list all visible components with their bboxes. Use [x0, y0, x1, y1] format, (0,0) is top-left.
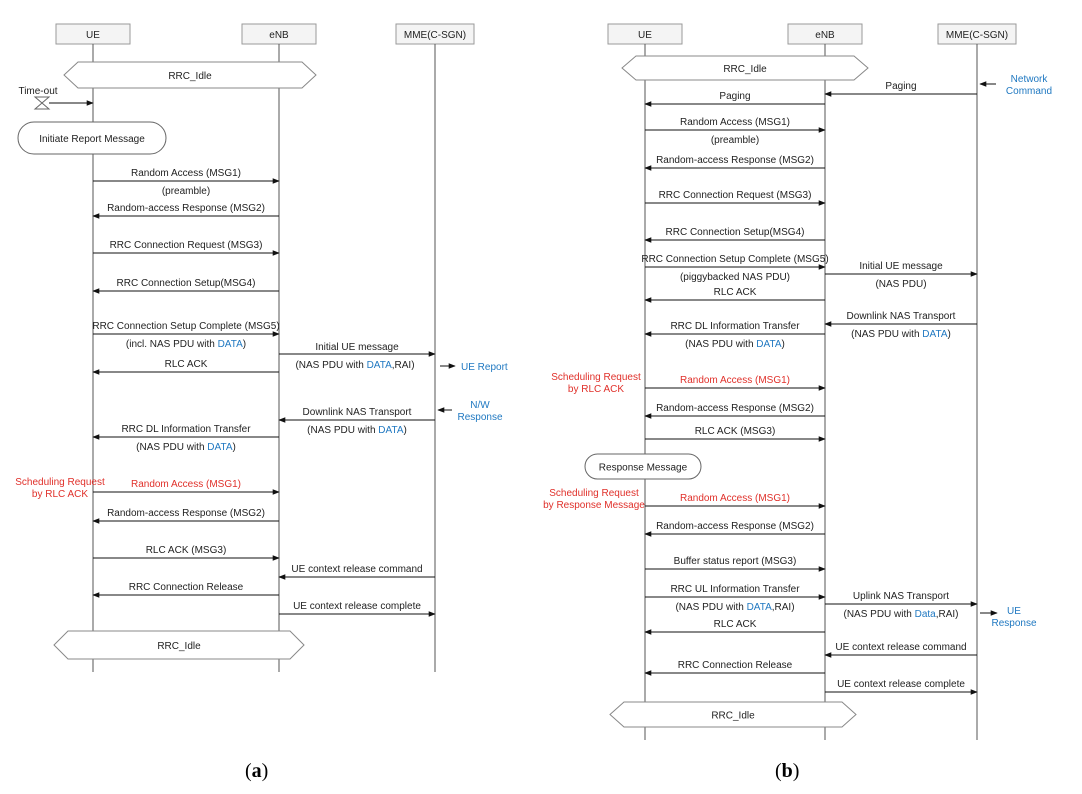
b-sched-rlc-note-2: by RLC ACK — [568, 384, 624, 395]
b-msg-rlc-ack-label: RLC ACK — [714, 287, 757, 298]
a-msg-rlc-ack-label: RLC ACK — [165, 359, 208, 370]
a-msg-dl-info-label: RRC DL Information Transfer — [121, 424, 251, 435]
a-entity-enb-label: eNB — [269, 30, 289, 41]
b-msg-ra1-second-label: Random Access (MSG1) — [680, 375, 790, 386]
caption-b: (b) — [775, 760, 800, 782]
b-msg-rrc-setup-label: RRC Connection Setup(MSG4) — [666, 227, 805, 238]
b-response-message-box — [584, 453, 702, 480]
a-rrc-idle-top-label: RRC_Idle — [168, 71, 212, 82]
b-msg-bsr-label: Buffer status report (MSG3) — [674, 556, 797, 567]
a-initiate-report-box-label: Initiate Report Message — [39, 134, 145, 145]
a-initiate-report-box — [17, 121, 167, 155]
b-msg-rlc-ack-final-label: RLC ACK — [714, 619, 757, 630]
a-msg-initial-ue-sublabel: (NAS PDU with DATA,RAI) — [295, 360, 414, 371]
b-rrc-idle-bottom-label: RRC_Idle — [711, 711, 755, 722]
b-msg-ra1-sublabel: (preamble) — [711, 135, 759, 146]
a-rrc-idle-top — [63, 61, 317, 89]
b-msg-rrc-req-label: RRC Connection Request (MSG3) — [659, 190, 812, 201]
a-msg-rrc-setup-label: RRC Connection Setup(MSG4) — [117, 278, 256, 289]
a-msg-rar2-label: Random-access Response (MSG2) — [107, 203, 265, 214]
a-msg-rrc-release-label: RRC Connection Release — [129, 582, 244, 593]
a-rrc-idle-bottom-label: RRC_Idle — [157, 641, 201, 652]
a-entity-mme-label: MME(C-SGN) — [404, 30, 466, 41]
b-network-command-note-1: Network — [1011, 74, 1049, 85]
b-network-command-note-2: Command — [1006, 86, 1052, 97]
b-msg-ue-ctx-rel-cmd-label: UE context release command — [835, 642, 966, 653]
b-sched-rlc-note-1: Scheduling Request — [551, 372, 641, 383]
a-entity-ue-label: UE — [86, 30, 100, 41]
b-msg-rar2-label: Random-access Response (MSG2) — [656, 155, 814, 166]
a-rrc-idle-bottom — [53, 630, 305, 660]
b-msg-ul-nas-sublabel: (NAS PDU with Data,RAI) — [843, 609, 958, 620]
a-sched-note-1: Scheduling Request — [15, 477, 105, 488]
a-msg-setup-complete-label: RRC Connection Setup Complete (MSG5) — [92, 321, 279, 332]
b-msg-paging-mme-label: Paging — [885, 81, 916, 92]
a-msg-rlc-ack-msg3-label: RLC ACK (MSG3) — [146, 545, 227, 556]
b-msg-ul-info-sublabel: (NAS PDU with DATA,RAI) — [675, 602, 794, 613]
a-msg-dl-nas-label: Downlink NAS Transport — [303, 407, 412, 418]
a-msg-rar2-second-label: Random-access Response (MSG2) — [107, 508, 265, 519]
b-msg-rrc-release-label: RRC Connection Release — [678, 660, 793, 671]
b-entity-mme-label: MME(C-SGN) — [946, 30, 1008, 41]
b-msg-ue-ctx-rel-complete-label: UE context release complete — [837, 679, 965, 690]
a-sched-note-2: by RLC ACK — [32, 489, 88, 500]
b-msg-rar2-third-label: Random-access Response (MSG2) — [656, 521, 814, 532]
a-nw-response-note-2: Response — [457, 412, 502, 423]
b-msg-rar2-second-label: Random-access Response (MSG2) — [656, 403, 814, 414]
b-msg-initial-ue-sublabel: (NAS PDU) — [875, 279, 926, 290]
b-rrc-idle-bottom — [609, 701, 857, 728]
b-msg-setup-complete-label: RRC Connection Setup Complete (MSG5) — [641, 254, 828, 265]
a-timeout-hourglass-icon — [33, 96, 51, 110]
b-sched-resp-note-1: Scheduling Request — [549, 488, 639, 499]
b-msg-ra1-label: Random Access (MSG1) — [680, 117, 790, 128]
b-msg-paging-ue-label: Paging — [719, 91, 750, 102]
caption-a: (a) — [245, 760, 269, 782]
b-entity-enb-label: eNB — [815, 30, 835, 41]
a-ue-report-note: UE Report — [461, 362, 508, 373]
b-msg-initial-ue-label: Initial UE message — [859, 261, 943, 272]
b-msg-rlc-ack-msg3-label: RLC ACK (MSG3) — [695, 426, 776, 437]
b-entity-ue-label: UE — [638, 30, 652, 41]
b-msg-dl-nas-label: Downlink NAS Transport — [847, 311, 956, 322]
b-msg-dl-nas-sublabel: (NAS PDU with DATA) — [851, 329, 951, 340]
a-msg-setup-complete-sublabel: (incl. NAS PDU with DATA) — [126, 339, 246, 350]
b-sched-resp-note-2: by Response Message — [543, 500, 645, 511]
a-msg-ra1-sublabel: (preamble) — [162, 186, 210, 197]
b-rrc-idle-top-label: RRC_Idle — [723, 64, 767, 75]
b-msg-ul-nas-label: Uplink NAS Transport — [853, 591, 949, 602]
b-msg-setup-complete-sublabel: (piggybacked NAS PDU) — [680, 272, 790, 283]
b-msg-dl-info-sublabel: (NAS PDU with DATA) — [685, 339, 785, 350]
a-msg-ra1-label: Random Access (MSG1) — [131, 168, 241, 179]
a-msg-dl-nas-sublabel: (NAS PDU with DATA) — [307, 425, 407, 436]
b-msg-dl-info-label: RRC DL Information Transfer — [670, 321, 800, 332]
a-msg-rrc-req-label: RRC Connection Request (MSG3) — [110, 240, 263, 251]
a-msg-dl-info-sublabel: (NAS PDU with DATA) — [136, 442, 236, 453]
b-msg-ul-info-label: RRC UL Information Transfer — [670, 584, 800, 595]
a-msg-ra1-second-label: Random Access (MSG1) — [131, 479, 241, 490]
a-msg-ue-ctx-rel-complete-label: UE context release complete — [293, 601, 421, 612]
b-ue-response-note-2: Response — [991, 618, 1036, 629]
b-response-message-box-label: Response Message — [599, 463, 688, 474]
b-rrc-idle-top — [621, 55, 869, 81]
b-ue-response-note-1: UE — [1007, 606, 1021, 617]
a-nw-response-note-1: N/W — [470, 400, 490, 411]
a-timeout-label: Time-out — [18, 86, 57, 97]
a-msg-initial-ue-label: Initial UE message — [315, 342, 399, 353]
b-msg-ra1-third-label: Random Access (MSG1) — [680, 493, 790, 504]
a-msg-ue-ctx-rel-cmd-label: UE context release command — [291, 564, 422, 575]
